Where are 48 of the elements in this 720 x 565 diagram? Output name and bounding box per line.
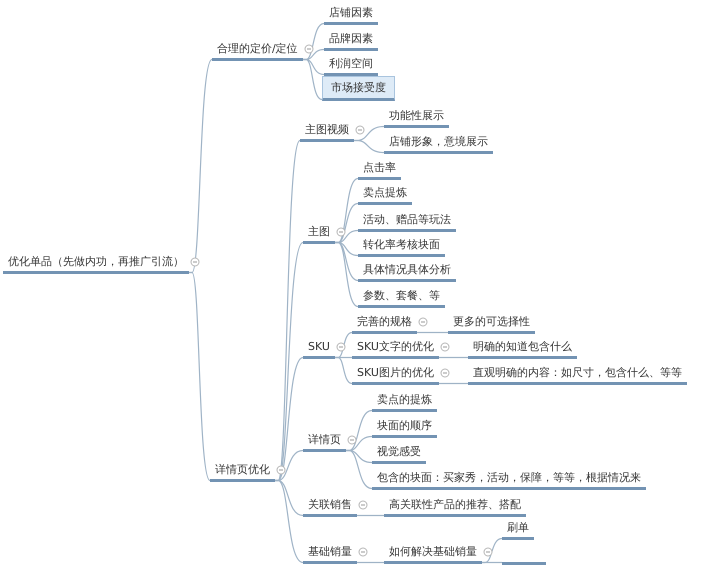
topic-label: 高关联性产品的推荐、搭配 — [384, 497, 526, 517]
topic-label: 更多的可选择性 — [448, 314, 535, 334]
topic-label: 视觉感受 — [372, 444, 426, 464]
branch-line — [439, 382, 468, 384]
topic-label: 主图视频 — [300, 122, 354, 142]
branch-line — [275, 480, 304, 564]
topic-label: 活动、赠品等玩法 — [358, 212, 456, 232]
branch-line — [482, 562, 502, 564]
topic-label: SKU文字的优化 — [352, 339, 439, 359]
topic-label: 详情页优化 — [210, 462, 275, 482]
topic-label: 市场接受度 — [322, 76, 395, 101]
topic-label: 完善的规格 — [352, 314, 417, 334]
topic-label: SKU图片的优化 — [352, 365, 439, 385]
topic-label: 功能性展示 — [384, 108, 449, 128]
branch-line — [417, 332, 448, 334]
topic-label: 块面的顺序 — [372, 418, 437, 438]
topic-label: 店铺形象，意境展示 — [384, 134, 493, 154]
topic-label: 具体情况具体分析 — [358, 262, 456, 282]
branch-line — [335, 242, 358, 308]
branch-line — [275, 242, 304, 482]
topic-label: 关联销售 — [303, 497, 357, 517]
topic-label: 卖点的提炼 — [372, 392, 437, 412]
topic-label: 店铺因素 — [324, 5, 378, 25]
topic-label: 主图 — [303, 224, 335, 244]
branch-line — [189, 272, 210, 481]
branch-line — [439, 356, 468, 358]
topic-label: 如何解决基础销量 — [384, 544, 482, 564]
topic-label: 品牌因素 — [324, 31, 378, 51]
branch-line — [346, 450, 372, 490]
topic-label: 点击率 — [358, 160, 401, 180]
branch-line — [189, 59, 212, 274]
topic-label: 基础销量 — [303, 544, 357, 564]
topic-label: 转化率考核块面 — [358, 237, 445, 257]
branch-line — [354, 140, 384, 154]
topic-label: 详情页 — [303, 432, 346, 452]
topic-label: 合理的定价/定位 — [212, 41, 303, 61]
root-topic: 优化单品（先做内功，再推广引流） — [3, 254, 189, 274]
branch-line — [335, 356, 352, 384]
topic-label: SKU — [303, 339, 335, 359]
branch-line — [357, 514, 384, 516]
topic-label: 直观明确的内容：如尺寸，包含什么、等等 — [468, 365, 687, 385]
topic-label: 卖点提炼 — [358, 185, 412, 205]
topic-label: 参数、套餐、等 — [358, 288, 445, 308]
branch-line — [303, 58, 322, 100]
branch-line — [357, 562, 384, 564]
topic-label: 刷单 — [502, 520, 534, 540]
topic-label: 明确的知道包含什么 — [468, 339, 577, 359]
topic-label: 包含的块面：买家秀，活动，保障，等等，根据情况来 — [372, 470, 646, 490]
